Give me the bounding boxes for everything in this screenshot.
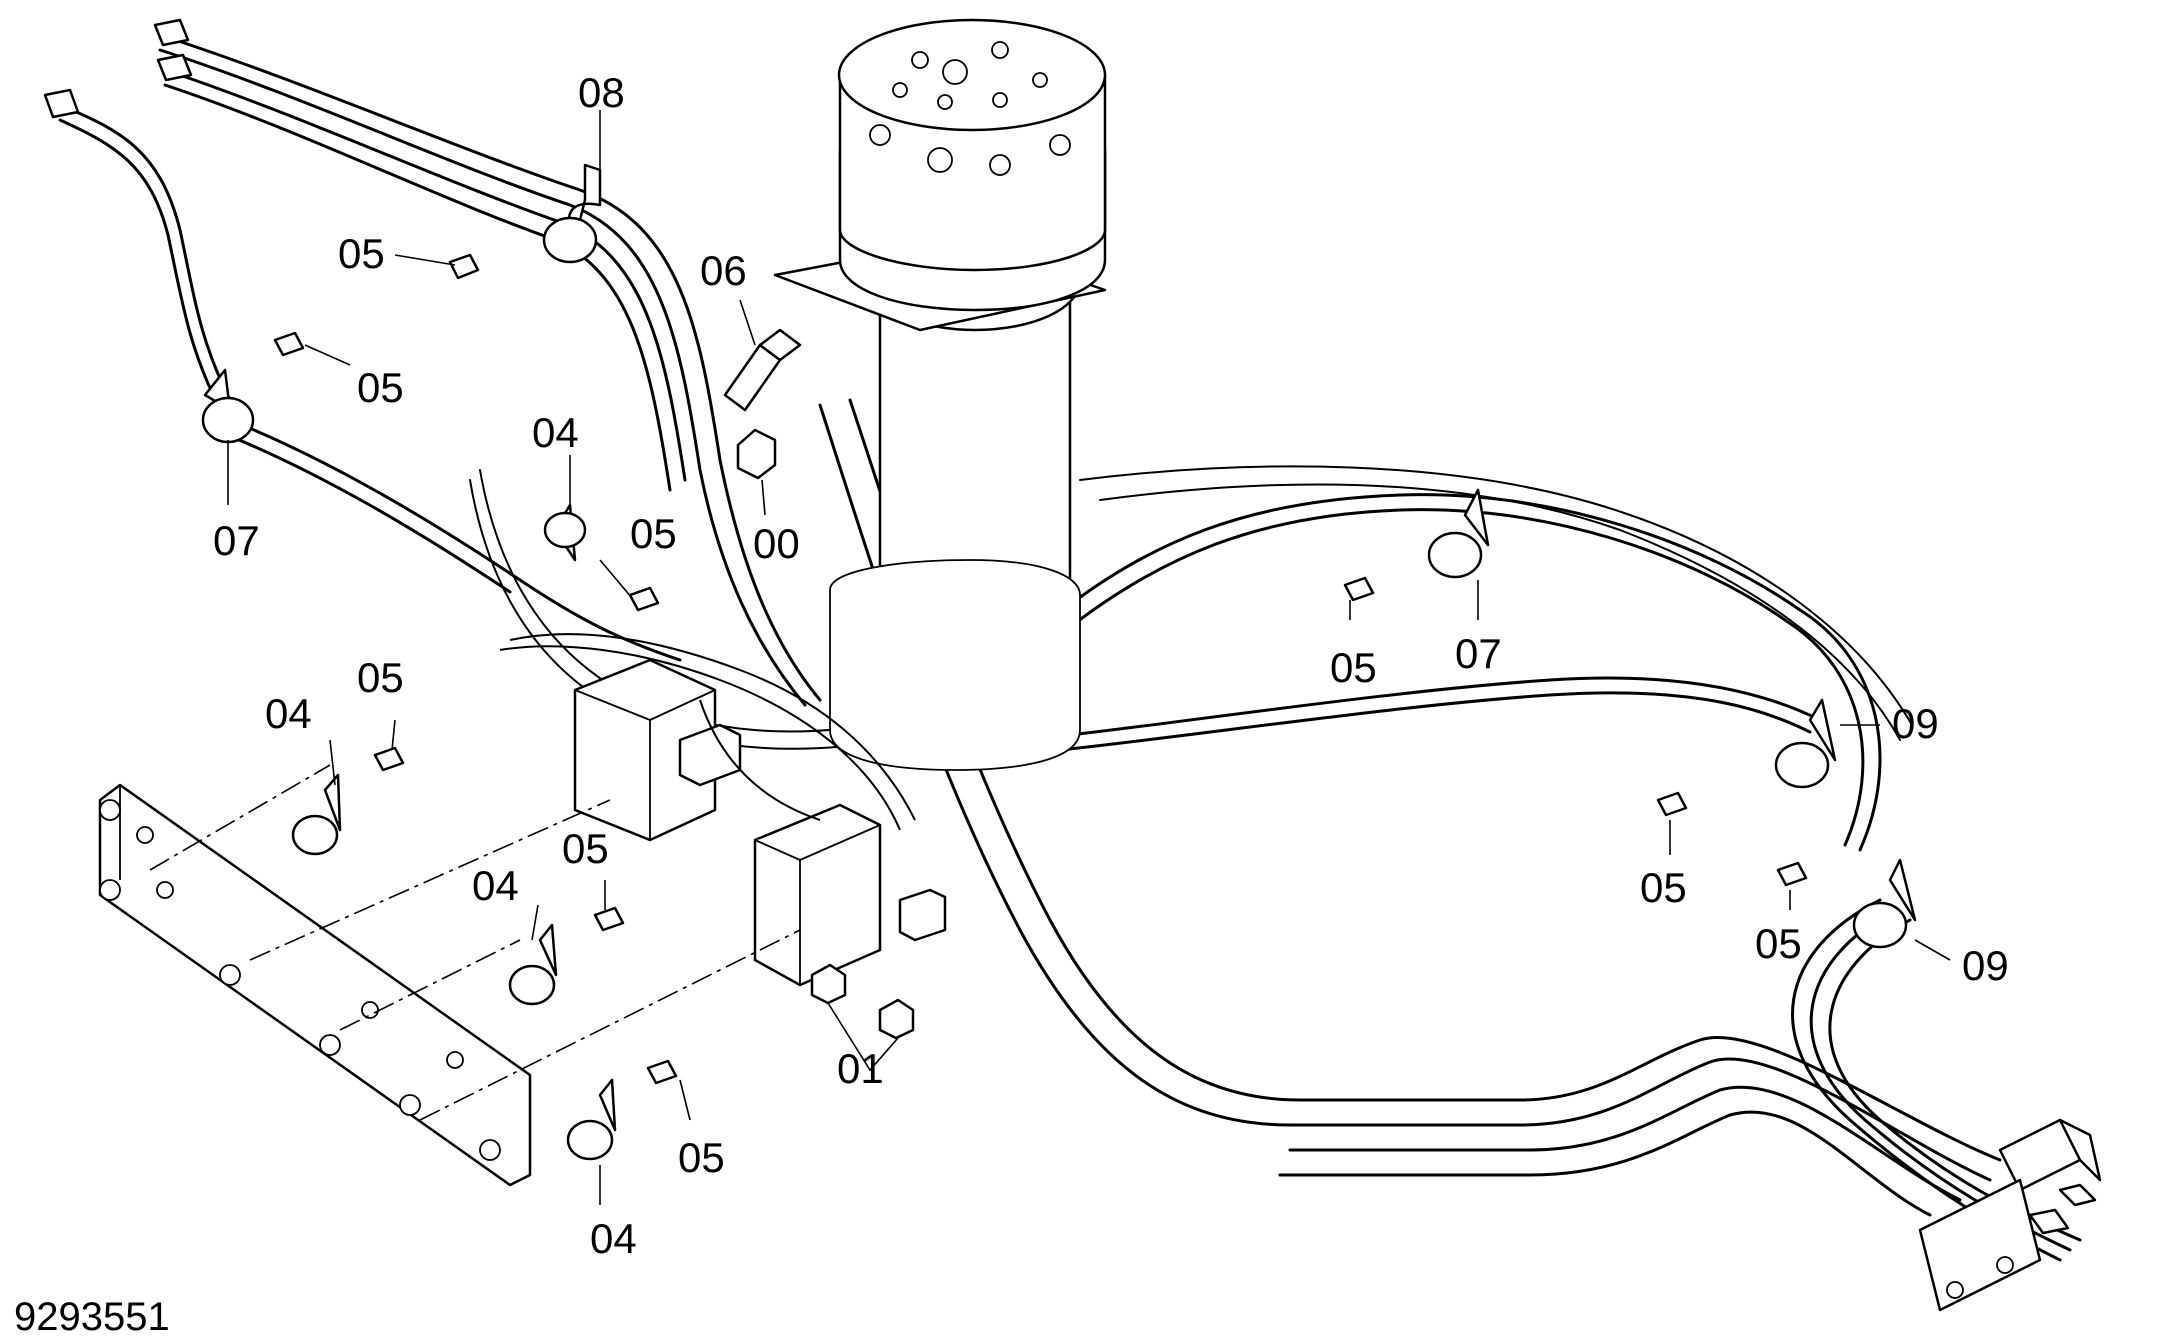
bolt-05-a [448, 253, 480, 280]
callout-09: 09 [1962, 942, 2009, 989]
clamp-09-lower [1852, 858, 1917, 949]
callout-05: 05 [630, 510, 677, 557]
callout-01: 01 [837, 1045, 884, 1092]
document-id: 9293551 [14, 1295, 170, 1339]
callout-04: 04 [265, 690, 312, 737]
callout-05: 05 [678, 1134, 725, 1181]
callout-05: 05 [357, 654, 404, 701]
callout-05: 05 [1640, 864, 1687, 911]
leader-lines [227, 110, 1951, 1205]
callout-09: 09 [1892, 700, 1939, 747]
clamp-04-mid-left [291, 773, 342, 856]
callout-05: 05 [562, 825, 609, 872]
swivel-joint [773, 18, 1107, 771]
bolt-05-i [646, 1059, 678, 1085]
callout-04: 04 [532, 409, 579, 456]
callout-04: 04 [590, 1215, 637, 1262]
bolt-05-e [373, 746, 405, 772]
wire-harness [499, 633, 916, 831]
clamp-04-upper [543, 503, 587, 562]
callout-04: 04 [472, 862, 519, 909]
bolt-05-d [1343, 576, 1375, 602]
hose-end-bottom-right [1918, 1118, 2102, 1312]
valve-block-left [573, 658, 742, 842]
callout-07: 07 [1455, 630, 1502, 677]
dash-dot-guides [149, 764, 801, 1121]
callout-05: 05 [1330, 644, 1377, 691]
clamp-07-left [201, 368, 255, 444]
bolt-05-c [628, 586, 660, 612]
hose-loop-right [1048, 493, 1882, 852]
bolt-05-f [1656, 791, 1688, 817]
hose-bundle-right [1079, 465, 2082, 1262]
bracket-plate [98, 783, 532, 1187]
bolt-05-g [1776, 861, 1808, 887]
callout-00: 00 [753, 520, 800, 567]
bolt-05-b [273, 331, 305, 357]
hose-bundle-upper-left [58, 33, 822, 707]
valve-block-center [753, 803, 947, 987]
callout-08: 08 [578, 69, 625, 116]
callout-05: 05 [1755, 920, 1802, 967]
hose-end-top-left [43, 18, 193, 119]
fitting-01-a [810, 963, 847, 1005]
clamp-08 [542, 163, 602, 264]
fitting-01-b [878, 998, 915, 1040]
callout-05: 05 [357, 364, 404, 411]
clamp-04-bottom [566, 1078, 617, 1161]
clamp-04-center [508, 923, 558, 1006]
pressure-switch-06 [723, 328, 802, 412]
callout-labels: 08 05 05 07 06 00 04 05 05 07 09 04 05 0… [213, 69, 2009, 1262]
bolt-05-h [593, 906, 625, 932]
callout-07: 07 [213, 517, 260, 564]
clamp-09-upper [1774, 698, 1837, 789]
callout-06: 06 [700, 247, 747, 294]
clamp-07-right [1427, 488, 1490, 579]
callout-05: 05 [338, 230, 385, 277]
plug-00 [736, 428, 777, 480]
